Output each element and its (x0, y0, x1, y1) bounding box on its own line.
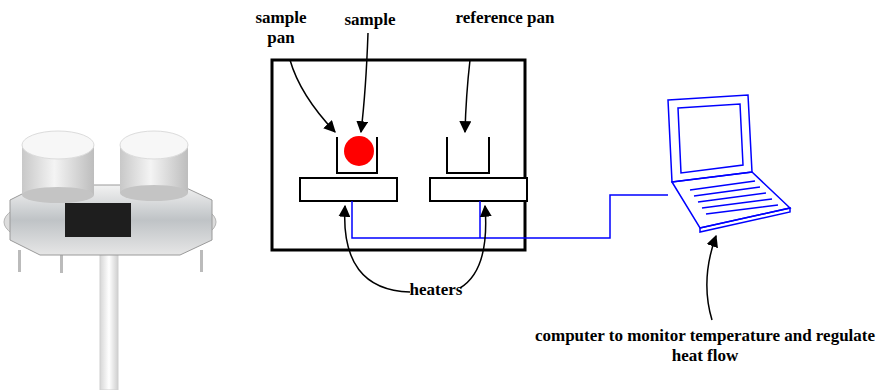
wire (352, 195, 668, 238)
sample-dot (344, 136, 374, 166)
callout-label: computer to monitor temperature and regu… (530, 326, 880, 366)
laptop-icon (668, 95, 790, 232)
part-label: reference pan (450, 8, 560, 28)
part-label: heaters (400, 280, 472, 300)
heater (300, 178, 397, 201)
part-label: sample (335, 10, 405, 30)
wire (479, 201, 481, 238)
reference-pan (447, 137, 489, 173)
heater (430, 178, 527, 201)
sample-pan (337, 137, 377, 173)
part-label: sample pan (250, 8, 312, 48)
instrument-box (272, 60, 525, 250)
sensor-photo (4, 131, 216, 390)
leader-arrow (290, 33, 716, 320)
